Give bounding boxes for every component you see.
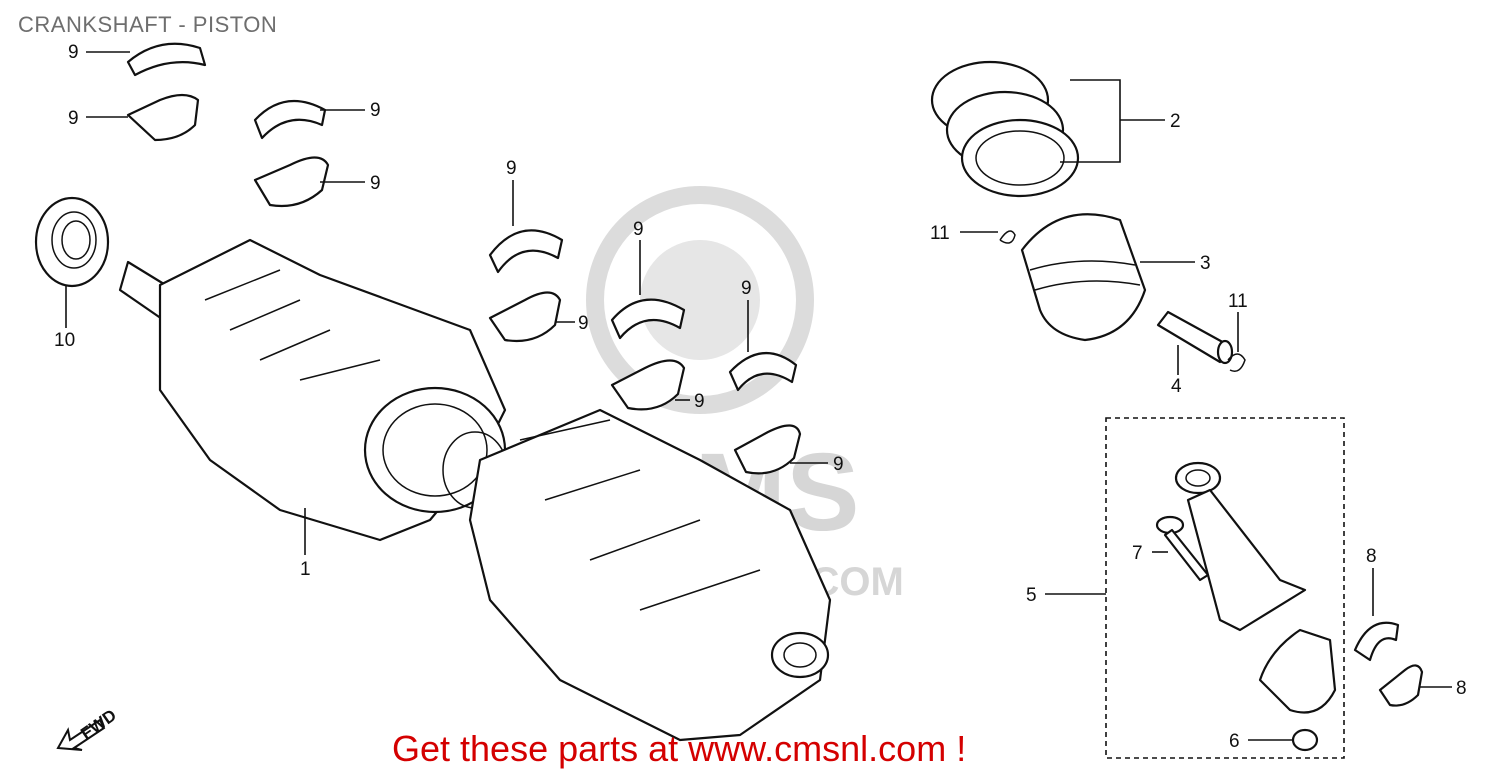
promo-link[interactable]: Get these parts at www.cmsnl.com ! xyxy=(392,728,967,769)
main-bearing-upper-1[interactable] xyxy=(126,42,207,77)
main-bearing-upper-2[interactable] xyxy=(253,99,327,140)
callout-9-i: 9 xyxy=(741,278,752,299)
callout-8-a: 8 xyxy=(1366,546,1377,567)
callout-1: 1 xyxy=(300,559,311,580)
callout-11-b: 11 xyxy=(1228,291,1248,312)
callout-11-a: 11 xyxy=(930,223,950,244)
fwd-label: FWD xyxy=(77,706,120,744)
crankshaft[interactable] xyxy=(118,238,832,742)
callout-6: 6 xyxy=(1229,731,1240,752)
main-bearing-lower-3[interactable] xyxy=(488,291,562,343)
callout-4: 4 xyxy=(1171,376,1182,397)
callout-10: 10 xyxy=(54,330,75,351)
main-bearing-upper-4[interactable] xyxy=(610,298,686,340)
piston-pin-clip-1[interactable] xyxy=(999,230,1016,244)
callout-7: 7 xyxy=(1132,543,1143,564)
leader-lines xyxy=(65,51,1452,741)
rod-bearing-upper[interactable] xyxy=(1353,621,1400,662)
rod-bearing-lower[interactable] xyxy=(1378,664,1424,707)
oil-seal[interactable] xyxy=(34,196,110,288)
callout-9-a: 9 xyxy=(68,42,79,63)
main-bearing-upper-5[interactable] xyxy=(728,352,798,392)
main-bearing-lower-5[interactable] xyxy=(733,424,802,475)
rod-bolt[interactable] xyxy=(1155,515,1210,582)
forward-arrow-icon: FWD xyxy=(56,706,120,751)
callout-9-b: 9 xyxy=(68,108,79,129)
callout-9-f: 9 xyxy=(578,313,589,334)
main-bearing-lower-4[interactable] xyxy=(610,359,686,411)
connecting-rod[interactable] xyxy=(1174,461,1337,714)
rod-nut[interactable] xyxy=(1291,728,1319,752)
callout-9-e: 9 xyxy=(506,158,517,179)
callout-2: 2 xyxy=(1170,111,1181,132)
piston-pin-clip-2[interactable] xyxy=(1227,353,1246,372)
callout-9-h: 9 xyxy=(694,391,705,412)
callout-9-d: 9 xyxy=(370,173,381,194)
main-bearing-upper-3[interactable] xyxy=(488,229,564,274)
piston-pin[interactable] xyxy=(1156,310,1234,365)
callout-9-c: 9 xyxy=(370,100,381,121)
callout-9-j: 9 xyxy=(833,454,844,475)
callouts: 9 9 9 9 9 9 9 9 9 9 10 1 2 3 11 11 4 5 7… xyxy=(54,42,1467,752)
callout-3: 3 xyxy=(1200,253,1211,274)
piston[interactable] xyxy=(1020,213,1147,342)
conrod-assembly-box xyxy=(1105,417,1345,759)
main-bearing-lower-1[interactable] xyxy=(126,93,200,142)
callout-9-g: 9 xyxy=(633,219,644,240)
piston-rings[interactable] xyxy=(930,60,1080,198)
main-bearing-lower-2[interactable] xyxy=(253,156,330,208)
page-title: CRANKSHAFT - PISTON xyxy=(18,12,278,37)
callout-5: 5 xyxy=(1026,585,1037,606)
callout-8-b: 8 xyxy=(1456,678,1467,699)
